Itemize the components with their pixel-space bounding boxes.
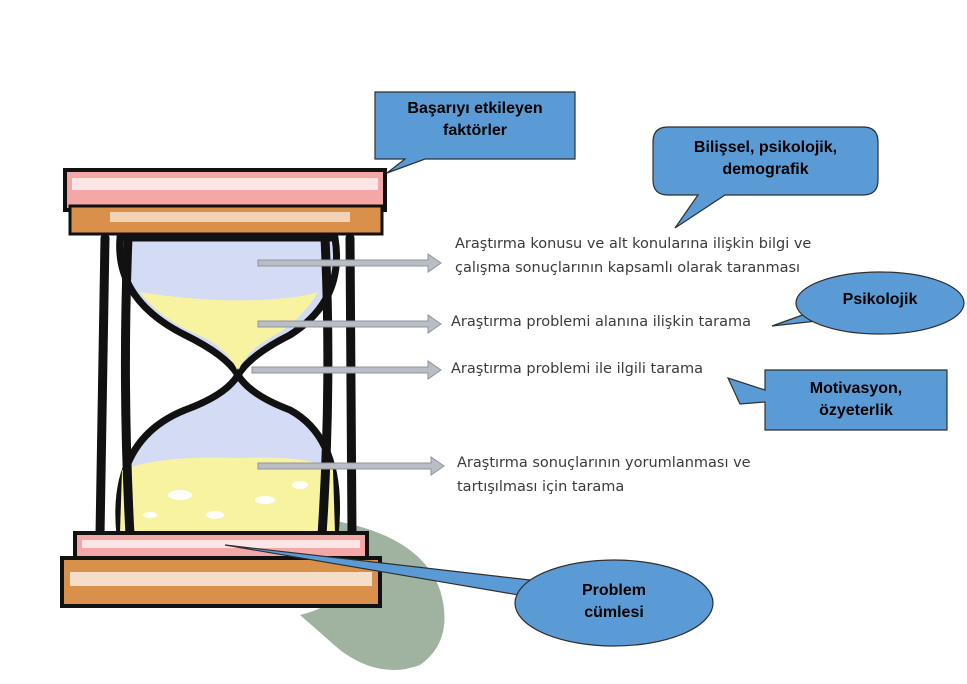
step-4-line-1: Araştırma sonuçlarının yorumlanması ve — [457, 455, 751, 471]
step-2-line-1: Araştırma problemi alanına ilişkin taram… — [451, 314, 751, 330]
callout-psychological: Psikolojik — [796, 289, 964, 311]
arrow-step-4 — [257, 456, 445, 476]
hourglass-top-cap — [63, 168, 387, 236]
step-1-line-1: Araştırma konusu ve alt konularına ilişk… — [455, 236, 812, 252]
callout-categories-line-2: demografik — [722, 161, 809, 178]
callout-categories-shape — [652, 126, 879, 229]
callout-motivation-shape — [726, 369, 948, 431]
arrow-step-2 — [257, 314, 442, 334]
callout-problem-shape — [514, 559, 714, 647]
callout-success-factors-line-1: Başarıyı etkileyen — [407, 100, 543, 117]
step-4-line-2: tartışılması için tarama — [457, 479, 625, 495]
hourglass-upper-sand — [140, 292, 318, 372]
step-2-text: Araştırma problemi alanına ilişkin taram… — [451, 310, 751, 334]
callout-psychological-label: Psikolojik — [842, 291, 918, 308]
callout-success-factors: Başarıyı etkileyen faktörler — [375, 98, 575, 142]
hourglass-bottom-cap — [60, 531, 382, 608]
arrow-step-3 — [251, 360, 442, 380]
step-3-line-1: Araştırma problemi ile ilgili tarama — [451, 361, 703, 377]
hourglass-lower-sand — [120, 457, 335, 533]
step-1-text: Araştırma konusu ve alt konularına ilişk… — [455, 232, 811, 280]
callout-motivation: Motivasyon, özyeterlik — [765, 378, 947, 422]
callout-success-factors-shape — [374, 91, 576, 174]
callout-problem-statement: Problem cümlesi — [515, 580, 713, 624]
arrow-step-1 — [257, 253, 442, 273]
step-3-text: Araştırma problemi ile ilgili tarama — [451, 357, 703, 381]
callout-motivation-line-2: özyeterlik — [819, 402, 893, 419]
step-1-line-2: çalışma sonuçlarının kapsamlı olarak tar… — [455, 260, 801, 276]
step-4-text: Araştırma sonuçlarının yorumlanması ve t… — [457, 451, 751, 499]
callout-success-factors-line-2: faktörler — [442, 122, 508, 139]
step-arrows — [251, 253, 445, 476]
sand-highlights — [143, 481, 308, 519]
callout-categories: Bilişsel, psikolojik, demografik — [653, 137, 878, 181]
callout-problem-line-2: cümlesi — [584, 604, 644, 621]
callout-psychological-shape — [795, 271, 965, 335]
hourglass-frame — [95, 233, 357, 540]
callout-motivation-line-1: Motivasyon, — [809, 380, 903, 397]
callout-problem-line-1: Problem — [581, 582, 646, 599]
callout-categories-line-1: Bilişsel, psikolojik, — [693, 139, 838, 156]
